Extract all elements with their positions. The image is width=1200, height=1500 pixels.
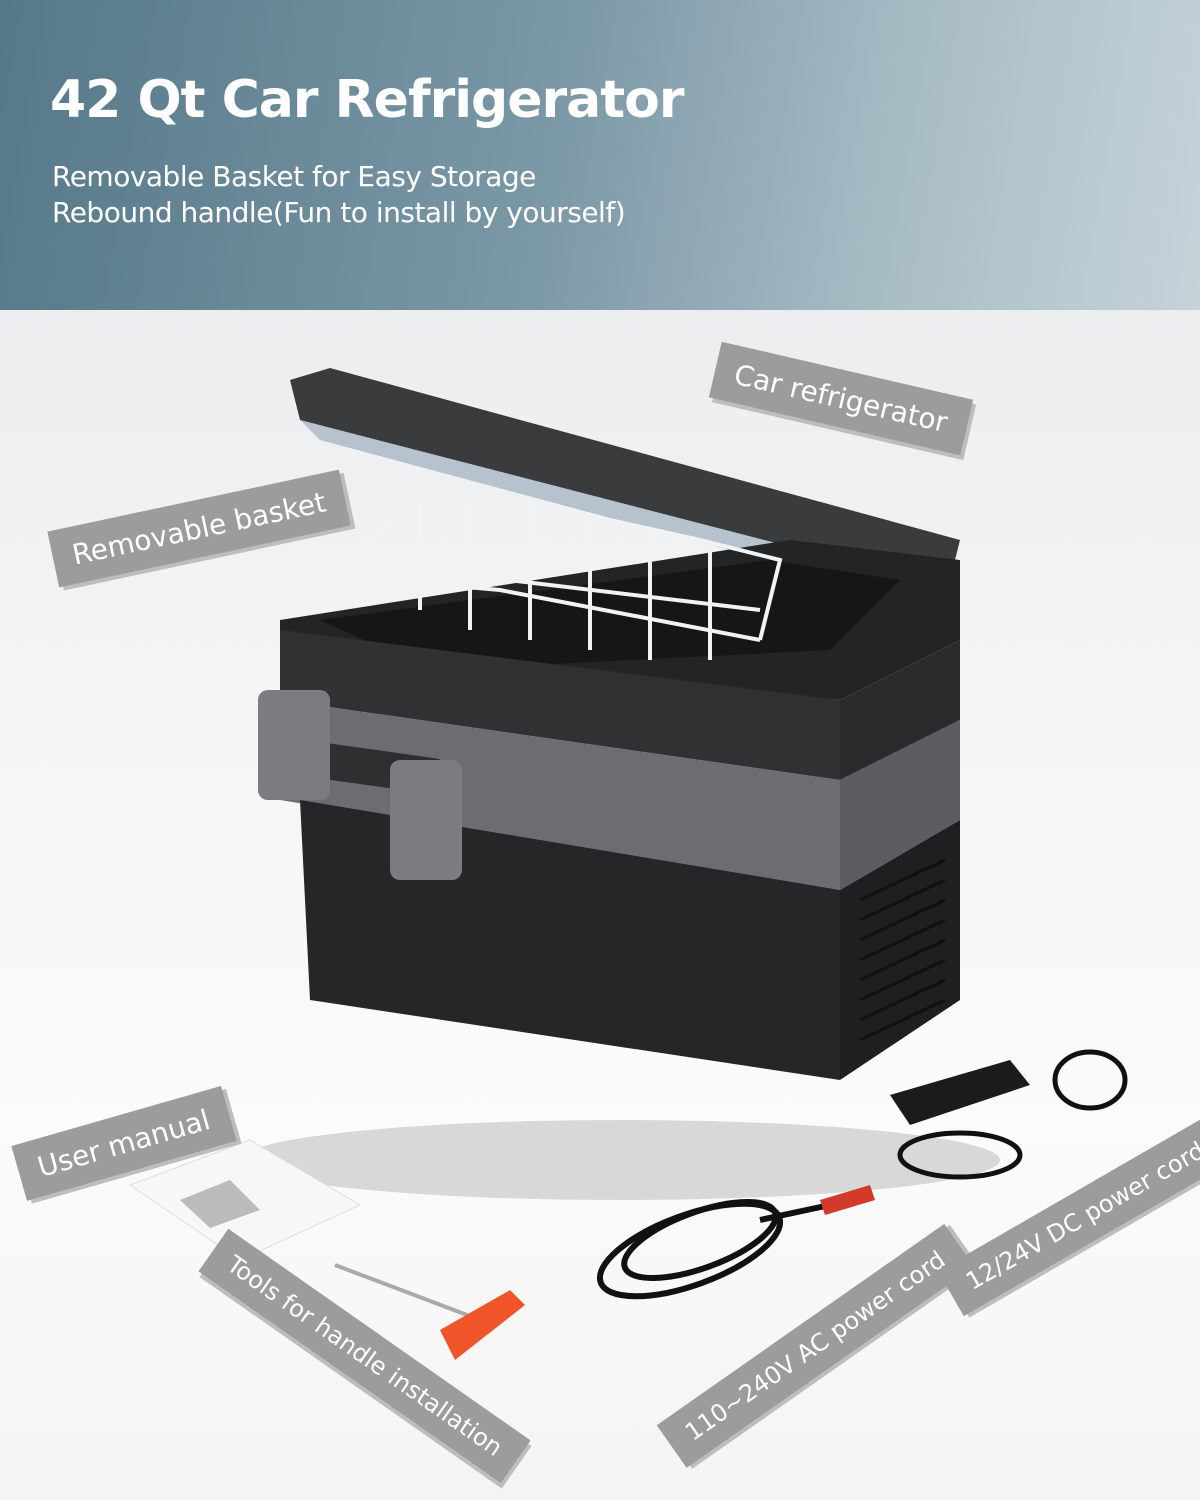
header-banner: 42 Qt Car Refrigerator Removable Basket … [0, 0, 1200, 310]
page-title: 42 Qt Car Refrigerator [50, 70, 684, 130]
ac-power-cord [596, 1199, 831, 1300]
fridge-front-upper [280, 630, 840, 780]
user-manual [128, 1139, 362, 1261]
subtitle-line-2: Rebound handle(Fun to install by yoursel… [52, 196, 626, 229]
removable-basket [328, 497, 783, 660]
car-plug [820, 1185, 875, 1215]
shadow [240, 1120, 1000, 1200]
fridge-lid [290, 368, 960, 585]
rebound-handle [258, 690, 462, 880]
subtitle-line-1: Removable Basket for Easy Storage [52, 160, 536, 193]
dc-power-adapter [890, 1049, 1128, 1180]
fridge-interior [320, 560, 900, 670]
vent-grille [859, 858, 946, 1042]
fridge-band [280, 700, 840, 890]
hex-key-tool [334, 1263, 525, 1360]
